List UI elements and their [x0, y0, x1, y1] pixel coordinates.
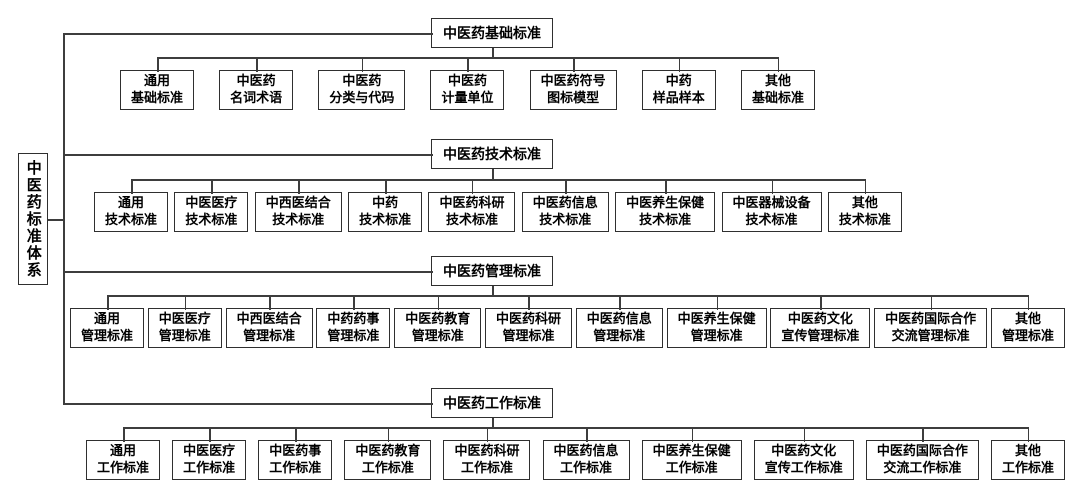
connector-line	[107, 295, 109, 310]
connector-line	[256, 57, 258, 72]
node-branch0-child0: 通用 基础标准	[120, 70, 195, 110]
branch-title-basic-standards: 中医药基础标准	[431, 18, 553, 48]
node-branch3-child3: 中医药教育 工作标准	[344, 440, 432, 480]
connector-line	[387, 427, 390, 442]
connector-line	[665, 179, 667, 194]
connector-line	[678, 57, 681, 72]
connector-line	[922, 427, 924, 442]
connector-line	[492, 418, 494, 429]
node-branch3-child6: 中医养生保健 工作标准	[641, 440, 742, 480]
root-node-tcm-standard-system: 中医药标准体系	[18, 153, 48, 285]
branch-title-technical-standards: 中医药技术标准	[431, 139, 553, 169]
node-branch3-child7: 中医药文化 宣传工作标准	[753, 440, 854, 480]
connector-line	[467, 57, 469, 72]
node-branch2-child7: 中医养生保健 管理标准	[666, 308, 767, 348]
connector-line	[486, 427, 489, 442]
connector-line	[619, 295, 621, 310]
node-branch1-child2: 中西医结合 技术标准	[254, 192, 342, 232]
connector-line	[353, 295, 355, 310]
connector-line	[573, 57, 575, 72]
connector-line	[437, 295, 440, 310]
node-branch0-child4: 中医药符号 图标模型	[529, 70, 617, 110]
node-branch1-child6: 中医养生保健 技术标准	[615, 192, 716, 232]
node-branch2-child3: 中药药事 管理标准	[316, 308, 391, 348]
connector-line	[157, 57, 159, 72]
node-branch2-child1: 中医医疗 管理标准	[147, 308, 222, 348]
children-row-work-standards: 通用 工作标准中医医疗 工作标准中医药事 工作标准中医药教育 工作标准中医药科研…	[86, 440, 1065, 480]
connector-line	[269, 295, 271, 310]
node-branch2-child2: 中西医结合 管理标准	[225, 308, 313, 348]
connector-line	[777, 57, 780, 72]
connector-line	[528, 295, 530, 310]
node-branch1-child8: 其他 技术标准	[827, 192, 902, 232]
connector-line	[361, 57, 364, 72]
node-branch1-child7: 中医器械设备 技术标准	[721, 192, 822, 232]
connector-line	[63, 33, 65, 405]
node-branch0-child6: 其他 基础标准	[740, 70, 815, 110]
node-branch2-child6: 中医药信息 管理标准	[575, 308, 663, 348]
connector-line	[492, 48, 494, 59]
node-branch1-child0: 通用 技术标准	[94, 192, 169, 232]
node-branch3-child8: 中医药国际合作 交流工作标准	[865, 440, 979, 480]
connector-line	[123, 427, 125, 442]
connector-line	[471, 179, 474, 194]
node-branch2-child10: 其他 管理标准	[990, 308, 1065, 348]
connector-line	[131, 179, 133, 194]
node-branch2-child4: 中医药教育 管理标准	[394, 308, 482, 348]
node-branch3-child9: 其他 工作标准	[990, 440, 1065, 480]
node-branch3-child1: 中医医疗 工作标准	[172, 440, 247, 480]
connector-line	[930, 295, 933, 310]
node-branch0-child2: 中医药 分类与代码	[318, 70, 406, 110]
connector-line	[63, 154, 433, 156]
connector-line	[1027, 427, 1030, 442]
connector-line	[209, 427, 211, 442]
connector-line	[63, 271, 433, 273]
node-branch0-child1: 中医药 名词术语	[219, 70, 294, 110]
node-branch2-child0: 通用 管理标准	[70, 308, 145, 348]
node-branch0-child5: 中药 样品样本	[641, 70, 716, 110]
node-branch2-child9: 中医药国际合作 交流管理标准	[874, 308, 988, 348]
connector-line	[492, 286, 494, 297]
branch-title-work-standards: 中医药工作标准	[431, 388, 553, 418]
connector-line	[771, 179, 774, 194]
connector-line	[385, 179, 387, 194]
connector-line	[48, 219, 65, 221]
children-row-technical-standards: 通用 技术标准中医医疗 技术标准中西医结合 技术标准中药 技术标准中医药科研 技…	[94, 192, 902, 232]
connector-line	[107, 295, 1030, 297]
connector-line	[123, 427, 1030, 429]
branch-title-management-standards: 中医药管理标准	[431, 256, 553, 286]
connector-line	[1027, 295, 1030, 310]
connector-line	[298, 179, 300, 194]
connector-line	[492, 169, 494, 181]
node-branch1-child1: 中医医疗 技术标准	[174, 192, 249, 232]
node-branch1-child4: 中医药科研 技术标准	[428, 192, 516, 232]
connector-line	[586, 427, 588, 442]
node-branch3-child0: 通用 工作标准	[86, 440, 161, 480]
connector-line	[803, 427, 806, 442]
connector-line	[211, 179, 213, 194]
connector-line	[716, 295, 719, 310]
connector-line	[820, 295, 822, 310]
connector-line	[295, 427, 297, 442]
connector-line	[864, 179, 867, 194]
node-branch1-child5: 中医药信息 技术标准	[521, 192, 609, 232]
children-row-basic-standards: 通用 基础标准中医药 名词术语中医药 分类与代码中医药 计量单位中医药符号 图标…	[120, 70, 815, 110]
node-branch0-child3: 中医药 计量单位	[430, 70, 505, 110]
node-branch2-child8: 中医药文化 宣传管理标准	[770, 308, 871, 348]
connector-line	[691, 427, 694, 442]
connector-line	[131, 179, 867, 181]
node-branch2-child5: 中医药科研 管理标准	[484, 308, 572, 348]
node-branch3-child5: 中医药信息 工作标准	[542, 440, 630, 480]
node-branch3-child2: 中医药事 工作标准	[258, 440, 333, 480]
children-row-management-standards: 通用 管理标准中医医疗 管理标准中西医结合 管理标准中药药事 管理标准中医药教育…	[70, 308, 1065, 348]
node-branch3-child4: 中医药科研 工作标准	[443, 440, 531, 480]
connector-line	[63, 33, 433, 35]
node-branch1-child3: 中药 技术标准	[348, 192, 423, 232]
connector-line	[63, 403, 433, 405]
connector-line	[565, 179, 567, 194]
connector-line	[184, 295, 187, 310]
